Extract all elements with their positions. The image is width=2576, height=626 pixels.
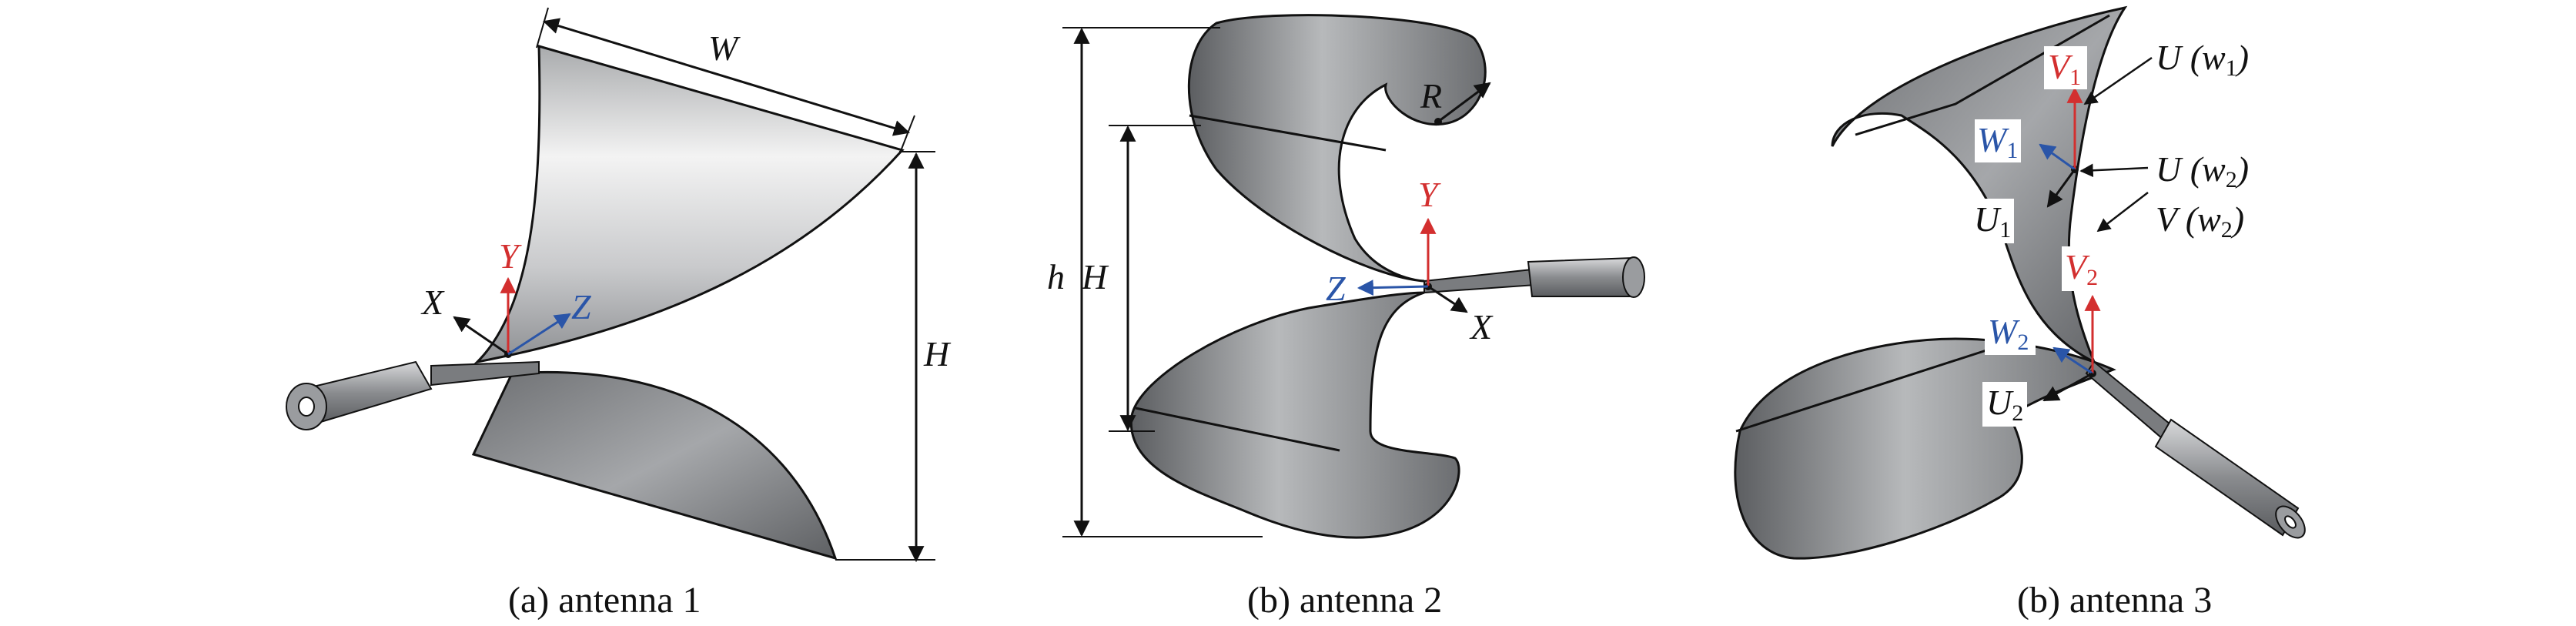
dimension-w-line	[542, 18, 911, 136]
caption-a: (a) antenna 1	[508, 580, 701, 621]
callout-v-w2-leader	[2096, 192, 2149, 233]
label-w: W	[708, 28, 741, 68]
label-y: Y	[499, 236, 522, 276]
panel-a: W H Y X Z (a) antenna 1	[286, 7, 952, 621]
antenna2-coax-end	[1622, 256, 1645, 298]
antenna2-feed-strip	[1423, 268, 1537, 294]
w1-axis	[2039, 143, 2076, 171]
label-z: Z	[571, 287, 591, 326]
antenna2-top-seam	[1189, 114, 1387, 152]
callout-v-w2: V (w2)	[2156, 199, 2244, 243]
antenna1-x-axis	[453, 316, 509, 356]
antenna2-top-roll	[1187, 14, 1487, 283]
antenna1-upper-petal	[473, 44, 905, 364]
antenna2-bottom-seam	[1135, 407, 1340, 452]
label-w1: W1	[1977, 120, 2018, 163]
antenna3-coax	[2154, 418, 2300, 537]
callout-u-w1-leader	[2083, 56, 2153, 105]
antenna3-lower-petal	[1734, 337, 2116, 560]
label-h: H	[923, 334, 952, 373]
caption-b: (b) antenna 2	[1247, 580, 1442, 621]
radius-r-arrow	[1437, 82, 1491, 123]
antenna3-lower-seam	[1735, 349, 1987, 433]
antenna1-coax-hole	[298, 397, 315, 417]
antenna1-feed-strip	[430, 360, 540, 387]
label-x: X	[420, 283, 445, 322]
antenna3-upper-seam	[1855, 14, 2110, 136]
w2-axis	[2052, 346, 2093, 375]
dimension-w-ext-left	[536, 7, 549, 49]
u2-label-box	[1982, 382, 2027, 427]
label-big-h: H	[1081, 257, 1109, 296]
antenna1-z-axis	[507, 313, 571, 356]
u1-label-box	[1971, 199, 2014, 243]
panel-c: V1 W1 U1 V2 W2 U2 U (w1) U (w2) V (w2) (…	[1734, 5, 2306, 621]
antenna2-coax	[1527, 256, 1638, 297]
w1-label-box	[1975, 119, 2021, 162]
label-z-b: Z	[1326, 269, 1346, 308]
label-u1: U1	[1974, 199, 2011, 243]
label-small-h: h	[1047, 257, 1065, 296]
label-u2: U2	[1986, 383, 2023, 426]
callout-u-w2-leader	[2079, 163, 2149, 178]
antenna2-z-axis	[1357, 280, 1429, 296]
callout-u-w1: U (w1)	[2156, 38, 2249, 81]
antenna2-x-axis	[1427, 285, 1468, 313]
label-v2: V2	[2065, 247, 2098, 290]
caption-c: (b) antenna 3	[2017, 580, 2212, 621]
u1-axis	[2046, 169, 2076, 208]
antenna3-upper-petal	[1831, 5, 2128, 365]
antenna2-bottom-roll	[1129, 291, 1460, 539]
u2-axis	[2042, 372, 2093, 402]
label-y-b: Y	[1418, 175, 1441, 214]
antenna3-coax-hole	[2284, 515, 2297, 529]
panel-b: R h H Y Z X (b) antenna 2	[1047, 14, 1645, 621]
dimension-w-ext-right	[900, 115, 915, 152]
callout-u-w2: U (w2)	[2156, 149, 2249, 192]
antenna1-lower-petal	[471, 370, 838, 561]
v1-label-box	[2044, 46, 2087, 89]
w2-label-box	[1985, 312, 2036, 355]
label-r: R	[1420, 76, 1442, 115]
label-w2: W2	[1988, 312, 2029, 355]
label-v1: V1	[2048, 47, 2081, 90]
v2-label-box	[2062, 246, 2106, 291]
label-x-b: X	[1469, 307, 1494, 346]
